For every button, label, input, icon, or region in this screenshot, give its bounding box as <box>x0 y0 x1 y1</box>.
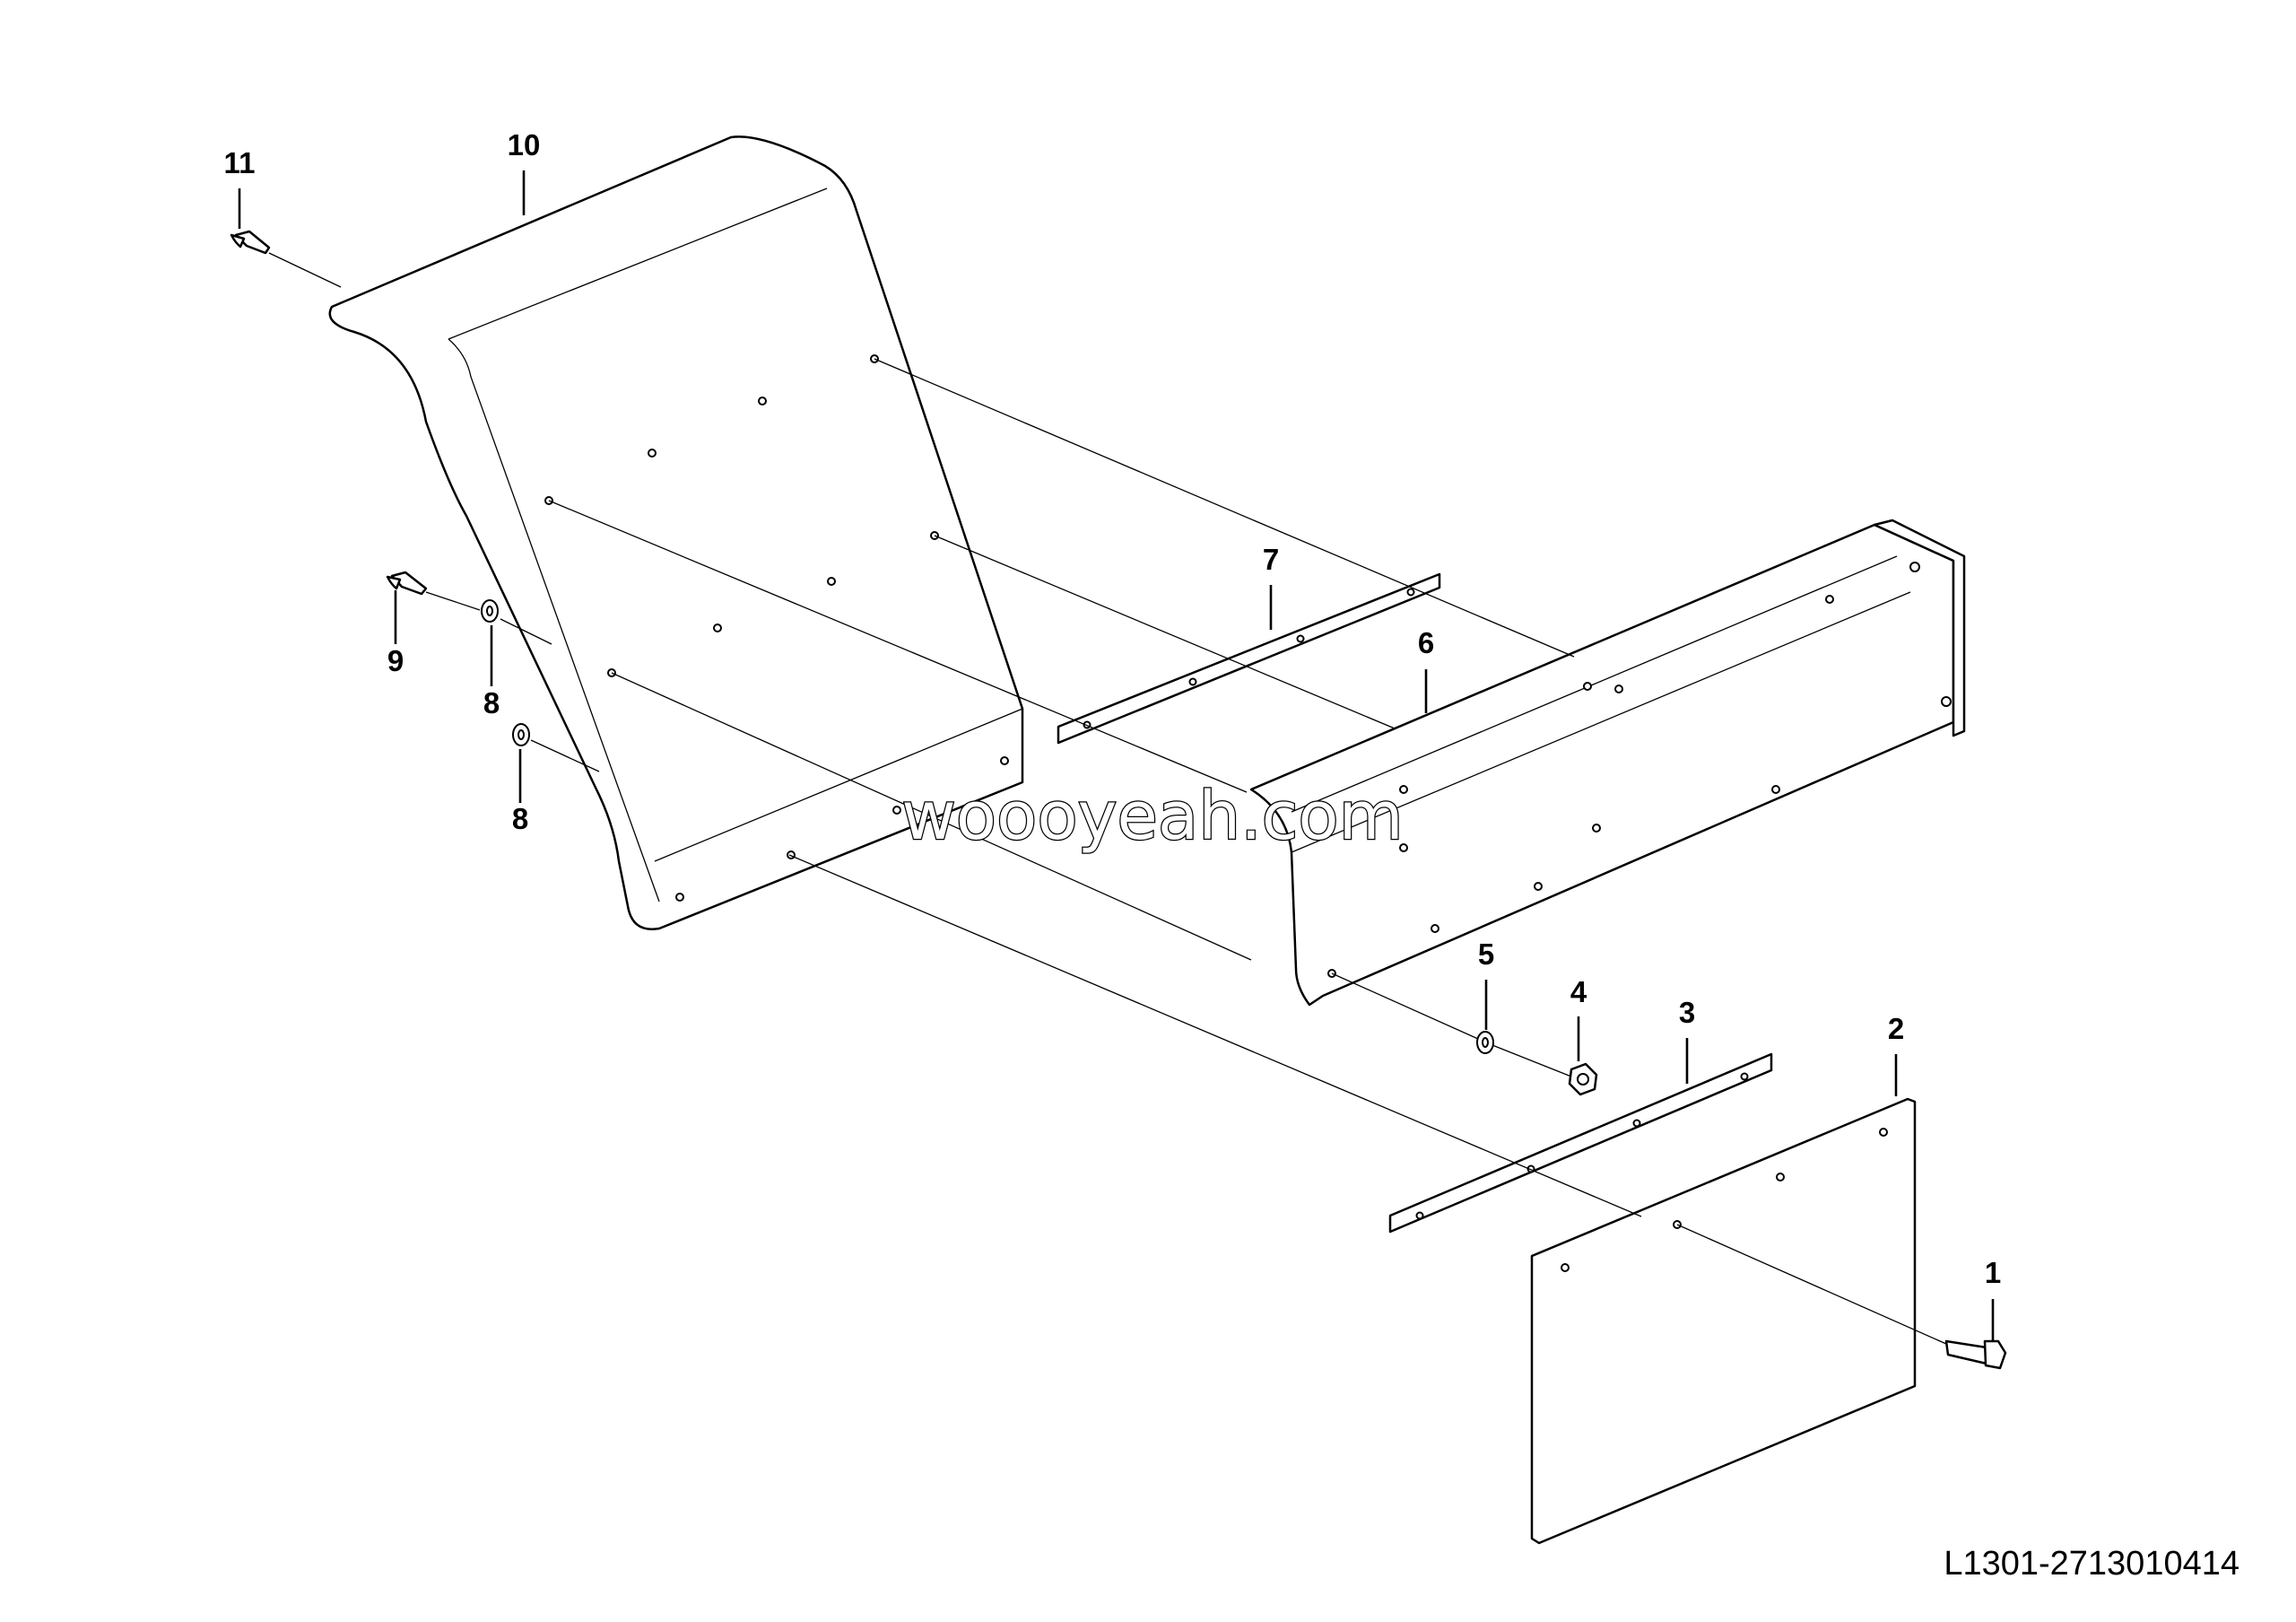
bolt-part-1 <box>1944 1339 2007 1370</box>
callout-6: 6 <box>1418 626 1434 713</box>
watermark-text: woooyeah.com <box>901 778 1403 855</box>
bolt-part-11 <box>230 230 271 255</box>
svg-text:4: 4 <box>1570 975 1587 1008</box>
callout-3: 3 <box>1679 996 1695 1084</box>
fender-panel-part-10 <box>328 135 1024 930</box>
svg-text:7: 7 <box>1263 543 1279 576</box>
callout-8-lower: 8 <box>512 749 528 835</box>
svg-text:1: 1 <box>1985 1256 2001 1289</box>
mudflap-plate-part-2 <box>1530 1097 1917 1545</box>
assembly-lines <box>268 252 1947 1345</box>
washer-part-8-upper <box>481 599 499 623</box>
svg-text:8: 8 <box>512 802 528 835</box>
bolt-part-9 <box>386 571 428 596</box>
svg-text:3: 3 <box>1679 996 1695 1029</box>
svg-text:6: 6 <box>1418 626 1434 659</box>
callout-9: 9 <box>387 590 404 677</box>
callout-5: 5 <box>1478 937 1494 1030</box>
callout-4: 4 <box>1570 975 1587 1061</box>
svg-text:8: 8 <box>483 686 500 719</box>
callout-10: 10 <box>508 128 541 215</box>
document-number: L1301-2713010414 <box>1944 1545 2239 1583</box>
svg-text:10: 10 <box>508 128 541 161</box>
nut-part-4 <box>1568 1062 1598 1096</box>
washer-part-8-lower <box>512 723 530 746</box>
beam-part-6 <box>1249 519 1966 1007</box>
svg-text:11: 11 <box>224 146 256 179</box>
strip-part-7 <box>1057 572 1441 745</box>
callout-8-upper: 8 <box>483 625 500 719</box>
callout-7: 7 <box>1263 543 1279 630</box>
svg-text:2: 2 <box>1888 1012 1904 1045</box>
callout-1: 1 <box>1985 1256 2001 1340</box>
callout-11: 11 <box>224 146 256 229</box>
svg-text:5: 5 <box>1478 937 1494 971</box>
svg-text:9: 9 <box>387 644 404 677</box>
callout-2: 2 <box>1888 1012 1904 1096</box>
washer-part-5 <box>1476 1031 1494 1054</box>
